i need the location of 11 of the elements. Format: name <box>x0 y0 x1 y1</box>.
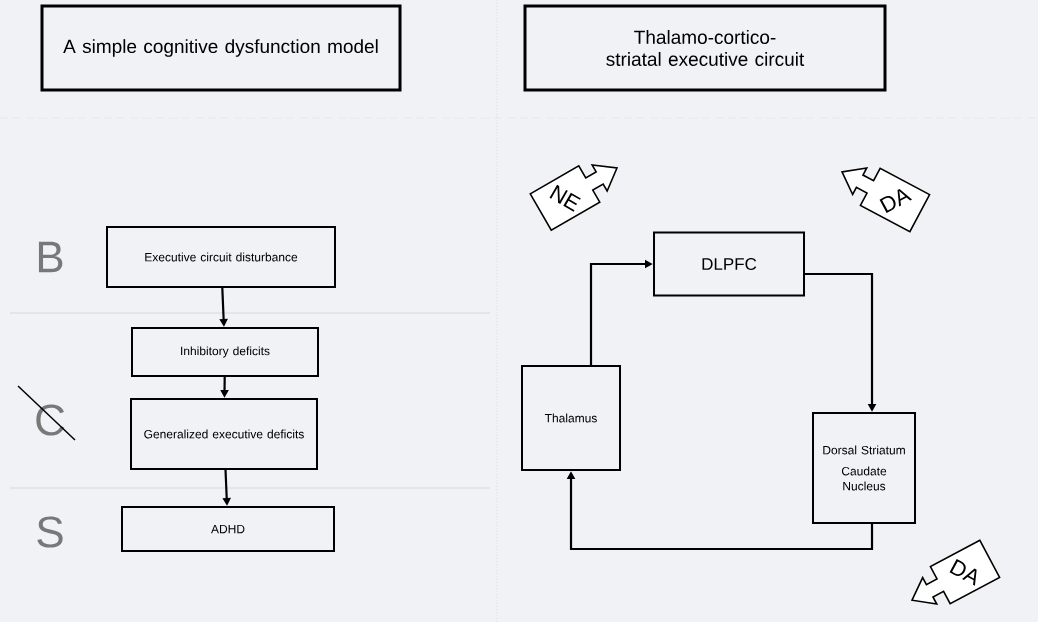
process-box: Generalized executive deficits <box>130 398 318 470</box>
title-box: Thalamo-cortico-striatal executive circuit <box>523 4 887 92</box>
process-box: Inhibitory deficits <box>131 327 319 377</box>
process-box: Thalamus <box>521 365 621 471</box>
section-letter: S <box>37 516 63 548</box>
process-box: ADHD <box>121 506 335 552</box>
title-box: A simple cognitive dysfunction model <box>40 4 402 92</box>
section-letter: B <box>38 241 63 273</box>
process-box: Dorsal Striatum Caudate Nucleus <box>812 412 916 524</box>
process-box: DLPFC <box>653 231 805 297</box>
process-box: Executive circuit disturbance <box>106 226 336 288</box>
